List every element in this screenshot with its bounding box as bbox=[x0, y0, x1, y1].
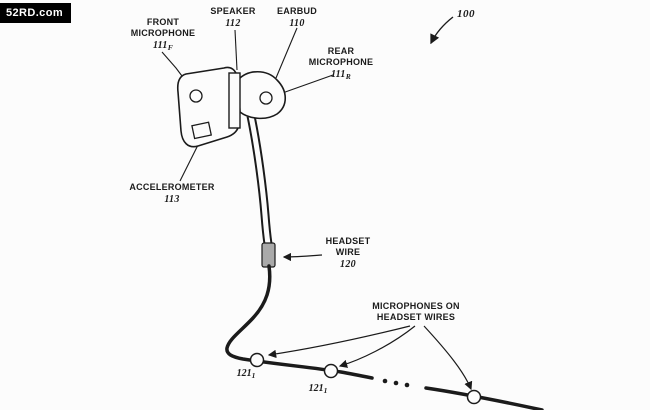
earbud-line1: EARBUD bbox=[276, 6, 317, 16]
rear-microphone-port bbox=[259, 91, 273, 105]
accelerometer-ref: 113 bbox=[164, 194, 180, 205]
headset-wire-line2: WIRE bbox=[335, 247, 361, 257]
figure-number: 100 bbox=[457, 8, 475, 20]
watermark-badge: 52RD.com bbox=[0, 3, 71, 23]
wire-mics-line1: MICROPHONES ON bbox=[372, 301, 460, 311]
front-mic-ref: 111F bbox=[152, 40, 174, 52]
wire-connector bbox=[261, 242, 276, 268]
earbud-ref: 110 bbox=[289, 18, 305, 29]
rear-mic-ref: 111R bbox=[330, 69, 352, 81]
watermark-text: 52RD.com bbox=[6, 7, 63, 19]
earbud-leader bbox=[275, 27, 298, 79]
lower-wire-segment-b bbox=[424, 386, 544, 410]
rear-mic-line1: REAR bbox=[327, 46, 355, 56]
lower-wire-segment-a bbox=[225, 264, 374, 380]
figure-number-arrow bbox=[430, 16, 454, 45]
front-mic-line1: FRONT bbox=[146, 17, 180, 27]
accelerometer-line1: ACCELEROMETER bbox=[129, 182, 215, 192]
headset-wire-arrow bbox=[282, 252, 323, 262]
wire-mic-ref-1: 1211 bbox=[236, 368, 256, 380]
speaker-leader bbox=[234, 29, 238, 71]
rear-mic-line2: MICROPHONE bbox=[308, 57, 374, 67]
label-front-microphone: FRONT MICROPHONE 111F bbox=[120, 17, 206, 52]
label-headset-wire: HEADSET WIRE 120 bbox=[322, 236, 374, 271]
label-rear-microphone: REAR MICROPHONE 111R bbox=[303, 46, 379, 81]
wire-microphone-node-2 bbox=[323, 363, 339, 379]
leader-lines bbox=[161, 27, 334, 182]
wire-ellipsis bbox=[382, 378, 410, 388]
label-wire-microphones: MICROPHONES ON HEADSET WIRES bbox=[352, 301, 480, 323]
wire-mics-pointer-arrows bbox=[267, 325, 473, 391]
headset-wire-ref: 120 bbox=[340, 259, 356, 270]
headset-wire-line1: HEADSET bbox=[325, 236, 371, 246]
speaker-line1: SPEAKER bbox=[210, 6, 256, 16]
front-microphone-port bbox=[189, 89, 203, 103]
label-accelerometer: ACCELEROMETER 113 bbox=[120, 182, 224, 206]
label-speaker: SPEAKER 112 bbox=[200, 6, 266, 30]
speaker-plate bbox=[228, 72, 241, 129]
label-earbud: EARBUD 110 bbox=[268, 6, 326, 30]
wire-mic-ref-2: 1211 bbox=[308, 383, 328, 395]
pointer-arrow-node-1 bbox=[267, 325, 411, 359]
accelerometer-block bbox=[191, 121, 213, 140]
accelerometer-leader bbox=[179, 140, 201, 182]
wire-mics-line2: HEADSET WIRES bbox=[376, 312, 456, 322]
wire-microphone-node-3 bbox=[466, 389, 482, 405]
front-mic-line2: MICROPHONE bbox=[130, 28, 196, 38]
wire-microphone-node-1 bbox=[249, 352, 265, 368]
speaker-ref: 112 bbox=[225, 18, 241, 29]
upper-wire-core bbox=[248, 115, 271, 245]
pointer-arrow-node-3 bbox=[423, 325, 473, 391]
pointer-arrow-node-2 bbox=[338, 325, 416, 368]
